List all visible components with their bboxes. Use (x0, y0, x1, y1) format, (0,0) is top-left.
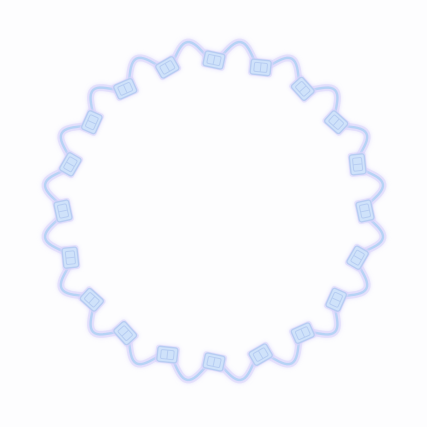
bead-divider (331, 297, 341, 303)
bead-inner-frame (206, 356, 222, 368)
strand (41, 38, 387, 384)
bead-inner-frame (63, 156, 78, 173)
bead-divider (121, 329, 129, 337)
strand-line (43, 40, 385, 382)
bead (111, 76, 139, 101)
bead (153, 54, 182, 81)
bead-divider (257, 350, 264, 359)
bead-inner-frame (329, 291, 343, 308)
bead (248, 57, 274, 78)
bead (246, 341, 275, 368)
bead (322, 108, 350, 136)
bead (111, 319, 139, 347)
bead (324, 286, 349, 314)
bead-divider (299, 85, 307, 93)
bead (78, 286, 106, 314)
bead-divider (332, 118, 340, 126)
strand-glow (41, 38, 387, 384)
bead-divider (166, 350, 169, 360)
bead-divider (300, 328, 306, 338)
bead-divider (212, 357, 216, 367)
bead (52, 197, 74, 225)
bead-divider (88, 296, 96, 304)
bead-divider (212, 55, 216, 65)
bead (154, 344, 180, 365)
bead (60, 245, 81, 271)
bead (347, 151, 368, 177)
bead (344, 243, 371, 272)
bead-divider (122, 84, 128, 94)
bead-inner-frame (252, 347, 269, 362)
bead-inner-frame (294, 326, 311, 340)
bead-group (52, 49, 376, 373)
bead (57, 150, 84, 179)
bead-inner-frame (350, 249, 365, 266)
bead-divider (58, 209, 68, 213)
bead (200, 351, 228, 373)
bead (200, 49, 228, 71)
bead-divider (259, 62, 262, 72)
bead-divider (164, 63, 171, 72)
bead-inner-frame (206, 54, 222, 66)
bead-divider (353, 163, 363, 166)
bead-inner-frame (359, 203, 371, 219)
bead-divider (87, 119, 97, 125)
bead (289, 75, 317, 103)
bead-divider (66, 161, 75, 168)
bead-inner-frame (57, 203, 69, 219)
bead (289, 321, 317, 346)
bead (79, 108, 104, 136)
bead-divider (353, 254, 362, 261)
bead-divider (360, 209, 370, 213)
bead (354, 197, 376, 225)
bead-divider (65, 256, 75, 259)
